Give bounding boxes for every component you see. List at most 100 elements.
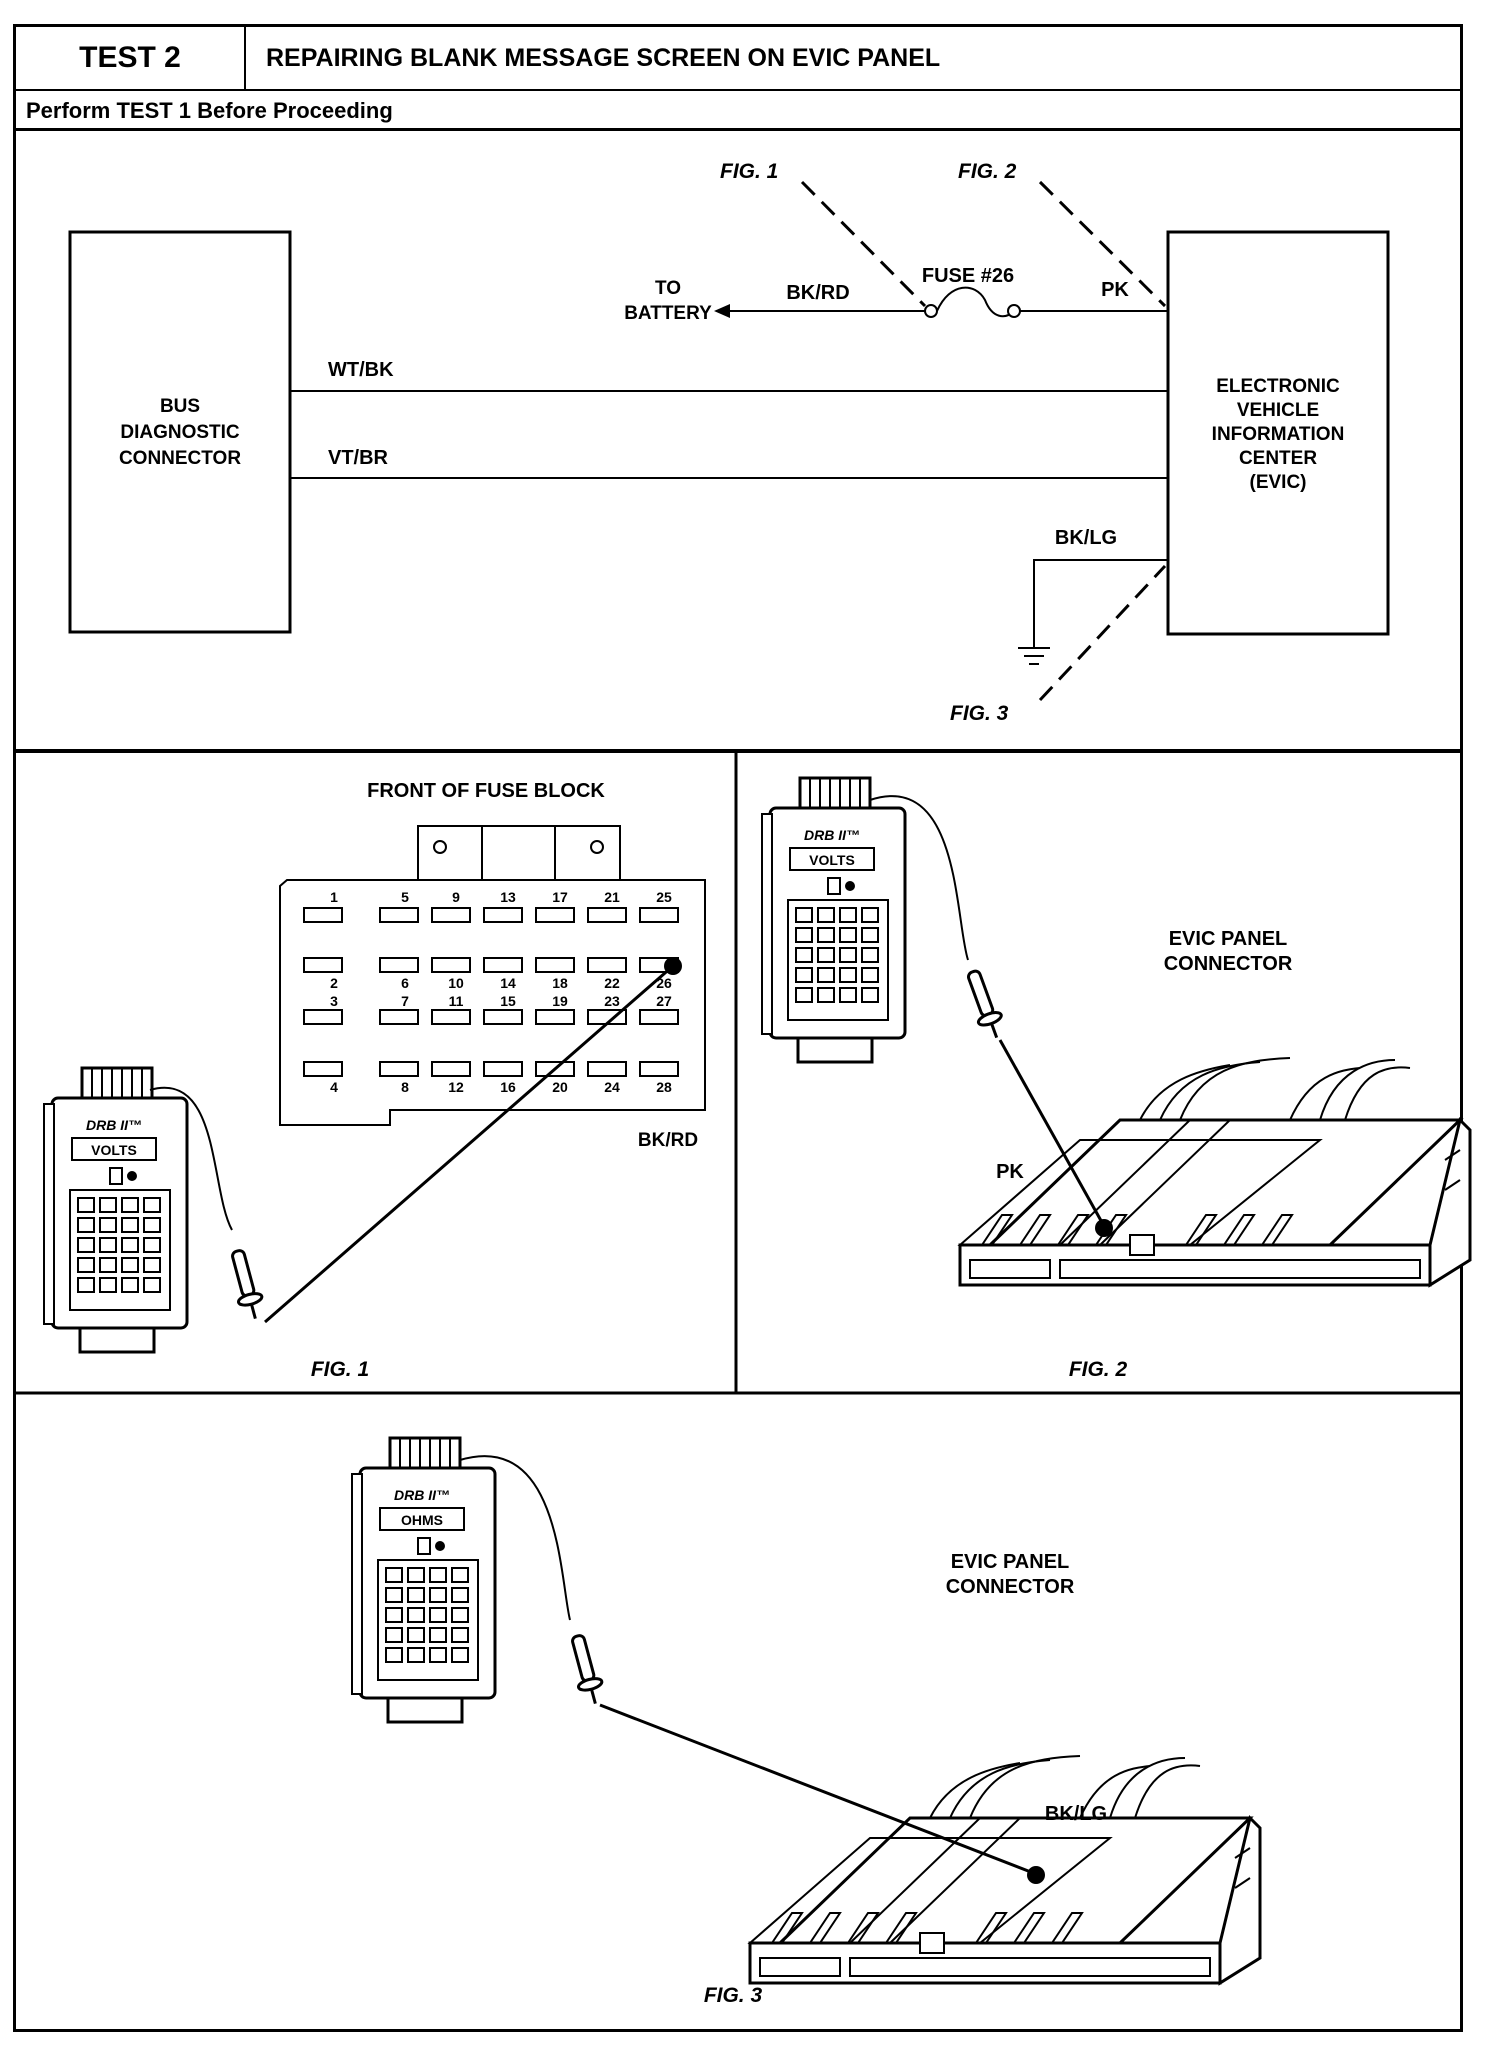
fig2-lead-cable bbox=[869, 795, 969, 961]
fuse-slots bbox=[303, 907, 679, 1077]
fig2-probe bbox=[959, 966, 1010, 1044]
wire-bk-rd-label: BK/RD bbox=[786, 282, 849, 304]
fig2-meter-mode: VOLTS bbox=[809, 852, 855, 868]
fuse-number: 28 bbox=[656, 1079, 672, 1095]
fig3-evic-connector: DRB II™ OHMS BK/LG EVIC PANEL CONNECTOR … bbox=[350, 1436, 1262, 2007]
evic-label-4: CENTER bbox=[1239, 448, 1317, 469]
fuse-number: 20 bbox=[552, 1079, 568, 1095]
fuse-number: 1 bbox=[330, 889, 338, 905]
wire-pk-label: PK bbox=[1101, 279, 1129, 301]
fuse-terminal-right bbox=[1007, 304, 1021, 318]
to-battery-label-1: TO bbox=[655, 278, 681, 299]
fuse-number: 16 bbox=[500, 1079, 516, 1095]
fig1-meter-brand: DRB II™ bbox=[86, 1117, 142, 1133]
fig3-caption: FIG. 3 bbox=[704, 1984, 763, 2007]
fuse-number: 21 bbox=[604, 889, 620, 905]
fig2-callout: FIG. 2 bbox=[958, 160, 1017, 183]
fig3-meter: DRB II™ OHMS bbox=[350, 1436, 497, 1724]
fuse-number: 15 bbox=[500, 993, 516, 1009]
fuse-number: 3 bbox=[330, 993, 338, 1009]
fig2-meter-brand: DRB II™ bbox=[804, 827, 860, 843]
fuse-number: 18 bbox=[552, 975, 568, 991]
test-page: TEST 2 REPAIRING BLANK MESSAGE SCREEN ON… bbox=[13, 24, 1463, 2032]
fig3-meter-brand: DRB II™ bbox=[394, 1487, 450, 1503]
fig2-caption: FIG. 2 bbox=[1069, 1358, 1128, 1381]
fuse-terminal-left bbox=[924, 304, 938, 318]
fig2-evic-connector: DRB II™ VOLTS PK EVIC PANEL CONNECTOR FI… bbox=[760, 776, 1472, 1381]
evic-label-2: VEHICLE bbox=[1237, 400, 1319, 421]
battery-arrow-icon bbox=[714, 304, 730, 318]
fig1-probe bbox=[224, 1246, 269, 1324]
fuse-number: 10 bbox=[448, 975, 464, 991]
fig2-connector-label-1: EVIC PANEL bbox=[1169, 928, 1288, 950]
fig3-connector bbox=[748, 1754, 1262, 1985]
fig3-connector-label-1: EVIC PANEL bbox=[951, 1551, 1070, 1573]
fuse-number: 6 bbox=[401, 975, 409, 991]
fuse-numbers: 1 5 9 13 17 21 25 2 6 10 14 18 22 26 3 7… bbox=[330, 889, 672, 1095]
fuse-number: 17 bbox=[552, 889, 568, 905]
bus-connector-label-3: CONNECTOR bbox=[119, 448, 241, 469]
fig3-probe-lead bbox=[599, 1703, 1037, 1876]
fuse-number: 8 bbox=[401, 1079, 409, 1095]
fig1-caption: FIG. 1 bbox=[311, 1358, 369, 1381]
fuse-number: 9 bbox=[452, 889, 460, 905]
fig1-wire-label: BK/RD bbox=[638, 1130, 698, 1151]
fig3-lead-cable bbox=[459, 1455, 571, 1621]
evic-label-5: (EVIC) bbox=[1250, 472, 1307, 493]
bus-connector-label-2: DIAGNOSTIC bbox=[120, 422, 240, 443]
fig3-wire-label: BK/LG bbox=[1045, 1803, 1107, 1825]
fuse-number: 7 bbox=[401, 993, 409, 1009]
fuse-number: 19 bbox=[552, 993, 568, 1009]
fig1-meter-mode: VOLTS bbox=[91, 1142, 137, 1158]
fig2-connector-label-2: CONNECTOR bbox=[1164, 953, 1293, 975]
wire-vt-br-label: VT/BR bbox=[328, 447, 389, 469]
fig3-probe bbox=[564, 1631, 609, 1709]
fuse-number: 13 bbox=[500, 889, 516, 905]
evic-label-1: ELECTRONIC bbox=[1216, 376, 1340, 397]
fuse-number: 5 bbox=[401, 889, 409, 905]
evic-box bbox=[1166, 230, 1390, 636]
fig3-callout-line bbox=[1038, 564, 1167, 702]
prerequisite-note: Perform TEST 1 Before Proceeding bbox=[16, 91, 1460, 131]
fuse-number: 23 bbox=[604, 993, 620, 1009]
fuse-number: 2 bbox=[330, 975, 338, 991]
to-battery-label-2: BATTERY bbox=[624, 303, 712, 324]
wiring-schematic: BUS DIAGNOSTIC CONNECTOR ELECTRONIC VEHI… bbox=[68, 160, 1390, 725]
ground-icon bbox=[1018, 647, 1050, 665]
fig3-connector-label-2: CONNECTOR bbox=[946, 1576, 1075, 1598]
bus-diagnostic-connector-box bbox=[68, 230, 292, 634]
probe-point-bk-lg bbox=[1027, 1866, 1045, 1884]
fig3-meter-mode: OHMS bbox=[401, 1512, 443, 1528]
fig2-callout-line bbox=[1038, 180, 1167, 308]
wire-bk-lg bbox=[1033, 559, 1168, 648]
test-label: TEST 2 bbox=[16, 27, 246, 89]
fig2-connector bbox=[958, 1056, 1472, 1287]
fuse-number: 4 bbox=[330, 1079, 338, 1095]
fig2-meter: DRB II™ VOLTS bbox=[760, 776, 907, 1064]
bus-connector-label-1: BUS bbox=[160, 396, 200, 417]
fuse-number: 14 bbox=[500, 975, 516, 991]
fig2-probe-lead bbox=[998, 1039, 1106, 1227]
wire-bk-lg-label: BK/LG bbox=[1055, 527, 1117, 549]
fig1-probe-lead bbox=[264, 964, 674, 1324]
header-bar: TEST 2 REPAIRING BLANK MESSAGE SCREEN ON… bbox=[16, 27, 1460, 91]
fig1-meter: DRB II™ VOLTS bbox=[42, 1066, 189, 1354]
fuse-label: FUSE #26 bbox=[922, 265, 1014, 287]
fuse-number: 24 bbox=[604, 1079, 620, 1095]
probe-point-pk bbox=[1095, 1219, 1113, 1237]
fig1-lead-cable bbox=[149, 1086, 233, 1231]
fuse-number: 11 bbox=[449, 993, 464, 1009]
fuse-number: 12 bbox=[448, 1079, 464, 1095]
fuse-block-tab bbox=[417, 825, 621, 880]
evic-label-3: INFORMATION bbox=[1212, 424, 1345, 445]
wire-wt-bk-label: WT/BK bbox=[328, 359, 394, 381]
fuse-icon bbox=[936, 286, 1015, 318]
fig3-callout: FIG. 3 bbox=[950, 702, 1009, 725]
fuse-number: 22 bbox=[604, 975, 620, 991]
fig1-callout-line bbox=[800, 180, 927, 308]
fig1-callout: FIG. 1 bbox=[720, 160, 778, 183]
fig2-wire-label: PK bbox=[996, 1161, 1024, 1183]
fuse-number: 25 bbox=[656, 889, 672, 905]
page-title: REPAIRING BLANK MESSAGE SCREEN ON EVIC P… bbox=[266, 43, 941, 72]
